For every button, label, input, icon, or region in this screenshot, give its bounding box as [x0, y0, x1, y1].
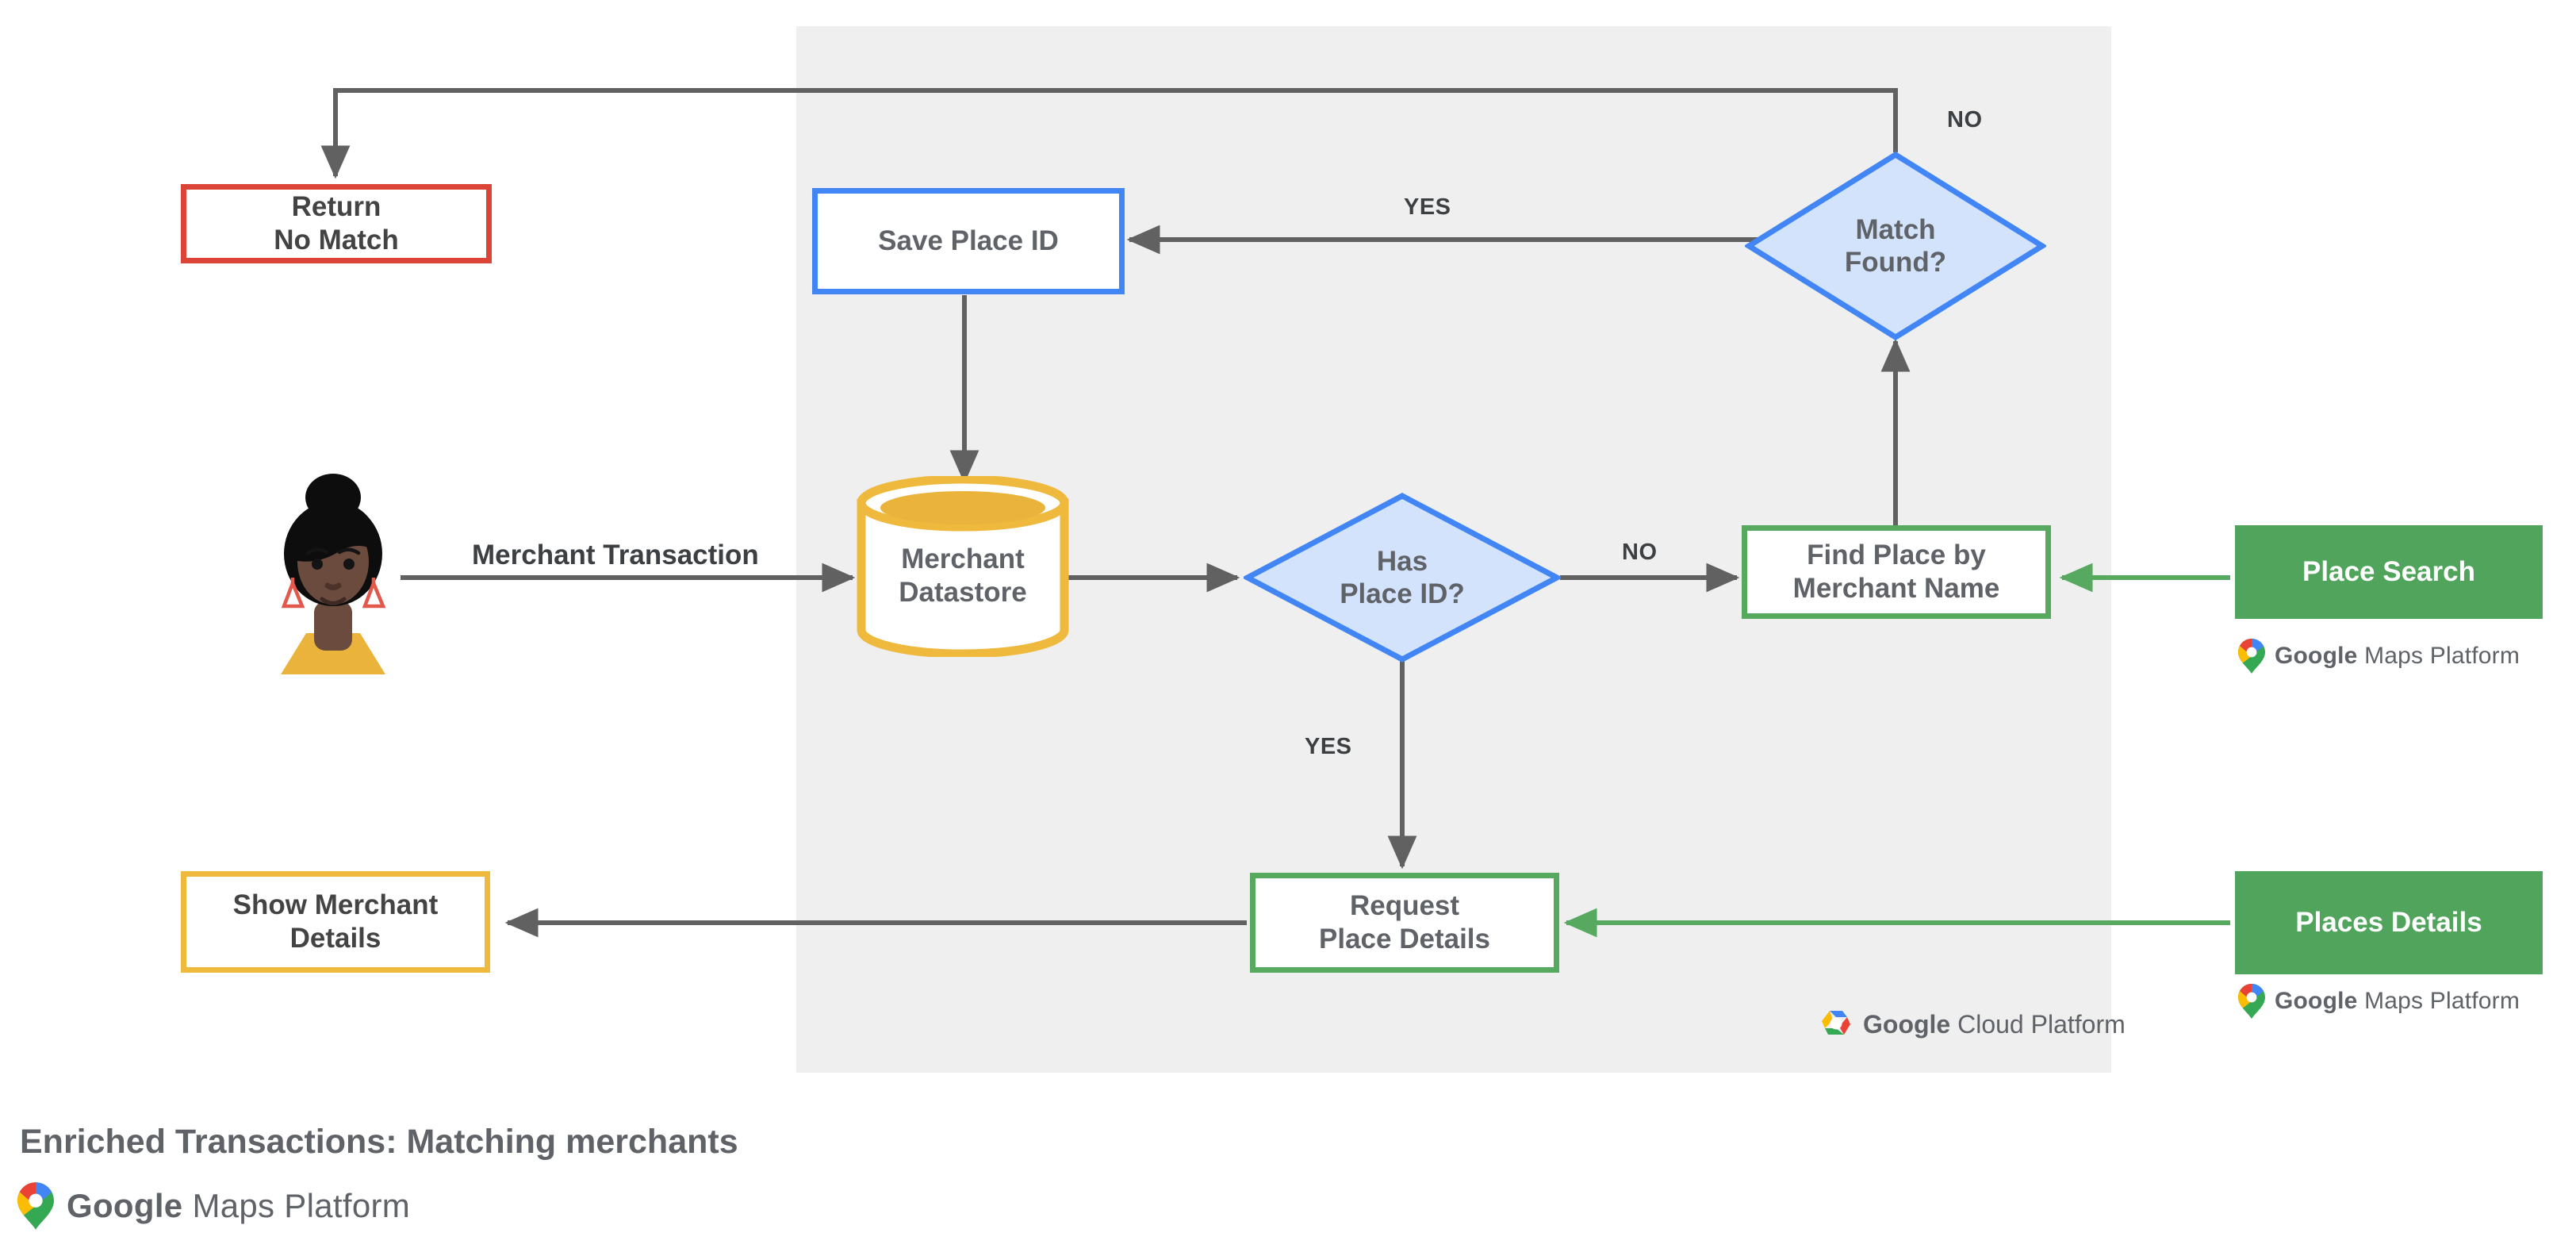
edge-label-has-place-id-yes: YES: [1305, 734, 1352, 759]
maps-bold: Google: [2275, 643, 2358, 669]
request-place-details-line2: Place Details: [1319, 924, 1490, 954]
footer-maps-bold: Google: [67, 1187, 183, 1224]
node-save-place-id[interactable]: Save Place ID: [812, 188, 1125, 294]
merchant-customer-avatar: [262, 460, 404, 674]
node-match-found[interactable]: Match Found?: [1745, 151, 2046, 341]
has-place-id-shape: [1244, 493, 1561, 662]
node-place-search[interactable]: Place Search: [2235, 525, 2543, 619]
node-return-no-match[interactable]: Return No Match: [181, 184, 492, 263]
diagram-title: Enriched Transactions: Matching merchant…: [20, 1123, 738, 1161]
node-merchant-datastore[interactable]: Merchant Datastore: [857, 476, 1069, 657]
places-details-label: Places Details: [2295, 907, 2482, 938]
gcp-bold: Google: [1863, 1009, 1951, 1039]
google-maps-pin-icon: [17, 1182, 54, 1230]
footer-maps-rest: Maps Platform: [182, 1187, 411, 1224]
avatar-illustration: [281, 474, 386, 674]
node-show-merchant-details[interactable]: Show Merchant Details: [181, 871, 490, 973]
find-place-line1: Find Place by: [1807, 540, 1986, 570]
match-found-line2: Found?: [1844, 247, 1947, 278]
match-found-shape: [1745, 151, 2046, 341]
google-maps-pin-icon: [2238, 984, 2265, 1019]
maps-rest: Maps Platform: [2357, 988, 2520, 1014]
match-found-line1: Match: [1855, 213, 1936, 245]
datastore-shape: [857, 476, 1069, 657]
maps-platform-lockup-place-search: Google Maps Platform: [2238, 639, 2520, 674]
request-place-details-line1: Request: [1349, 890, 1460, 921]
node-places-details[interactable]: Places Details: [2235, 871, 2543, 974]
save-place-id-label: Save Place ID: [878, 225, 1059, 256]
maps-platform-wordmark: Google Maps Platform: [2275, 988, 2520, 1015]
show-merchant-details-line1: Show Merchant: [232, 889, 439, 920]
node-request-place-details[interactable]: Request Place Details: [1250, 873, 1559, 973]
google-cloud-platform-lockup: Google Cloud Platform: [1820, 1009, 2126, 1039]
maps-rest: Maps Platform: [2357, 643, 2520, 669]
footer-maps-platform-lockup: Google Maps Platform: [17, 1182, 410, 1230]
edge-label-merchant-transaction: Merchant Transaction: [472, 540, 759, 570]
footer-maps-platform-wordmark: Google Maps Platform: [67, 1187, 410, 1225]
merchant-datastore-line1: Merchant: [901, 543, 1025, 574]
gcp-rest: Cloud Platform: [1950, 1009, 2126, 1039]
edge-label-match-found-no: NO: [1947, 107, 1983, 132]
google-cloud-platform-hexagon-icon: [1822, 1011, 1850, 1035]
maps-platform-lockup-places-details: Google Maps Platform: [2238, 984, 2520, 1019]
has-place-id-line2: Place ID?: [1340, 578, 1465, 609]
google-cloud-platform-wordmark: Google Cloud Platform: [1863, 1010, 2126, 1039]
node-has-place-id[interactable]: Has Place ID?: [1244, 492, 1561, 663]
merchant-datastore-line2: Datastore: [899, 577, 1027, 608]
maps-bold: Google: [2275, 988, 2358, 1014]
edge-label-has-place-id-no: NO: [1622, 540, 1658, 565]
has-place-id-line1: Has: [1376, 545, 1428, 577]
find-place-line2: Merchant Name: [1792, 573, 2000, 604]
maps-platform-wordmark: Google Maps Platform: [2275, 643, 2520, 670]
google-maps-pin-icon: [2238, 639, 2265, 674]
edge-label-match-found-yes: YES: [1404, 194, 1451, 220]
node-find-place-by-merchant-name[interactable]: Find Place by Merchant Name: [1742, 525, 2051, 619]
show-merchant-details-line2: Details: [289, 923, 381, 954]
place-search-label: Place Search: [2302, 556, 2475, 587]
return-no-match-line1: Return: [291, 191, 381, 222]
return-no-match-line2: No Match: [274, 225, 399, 255]
